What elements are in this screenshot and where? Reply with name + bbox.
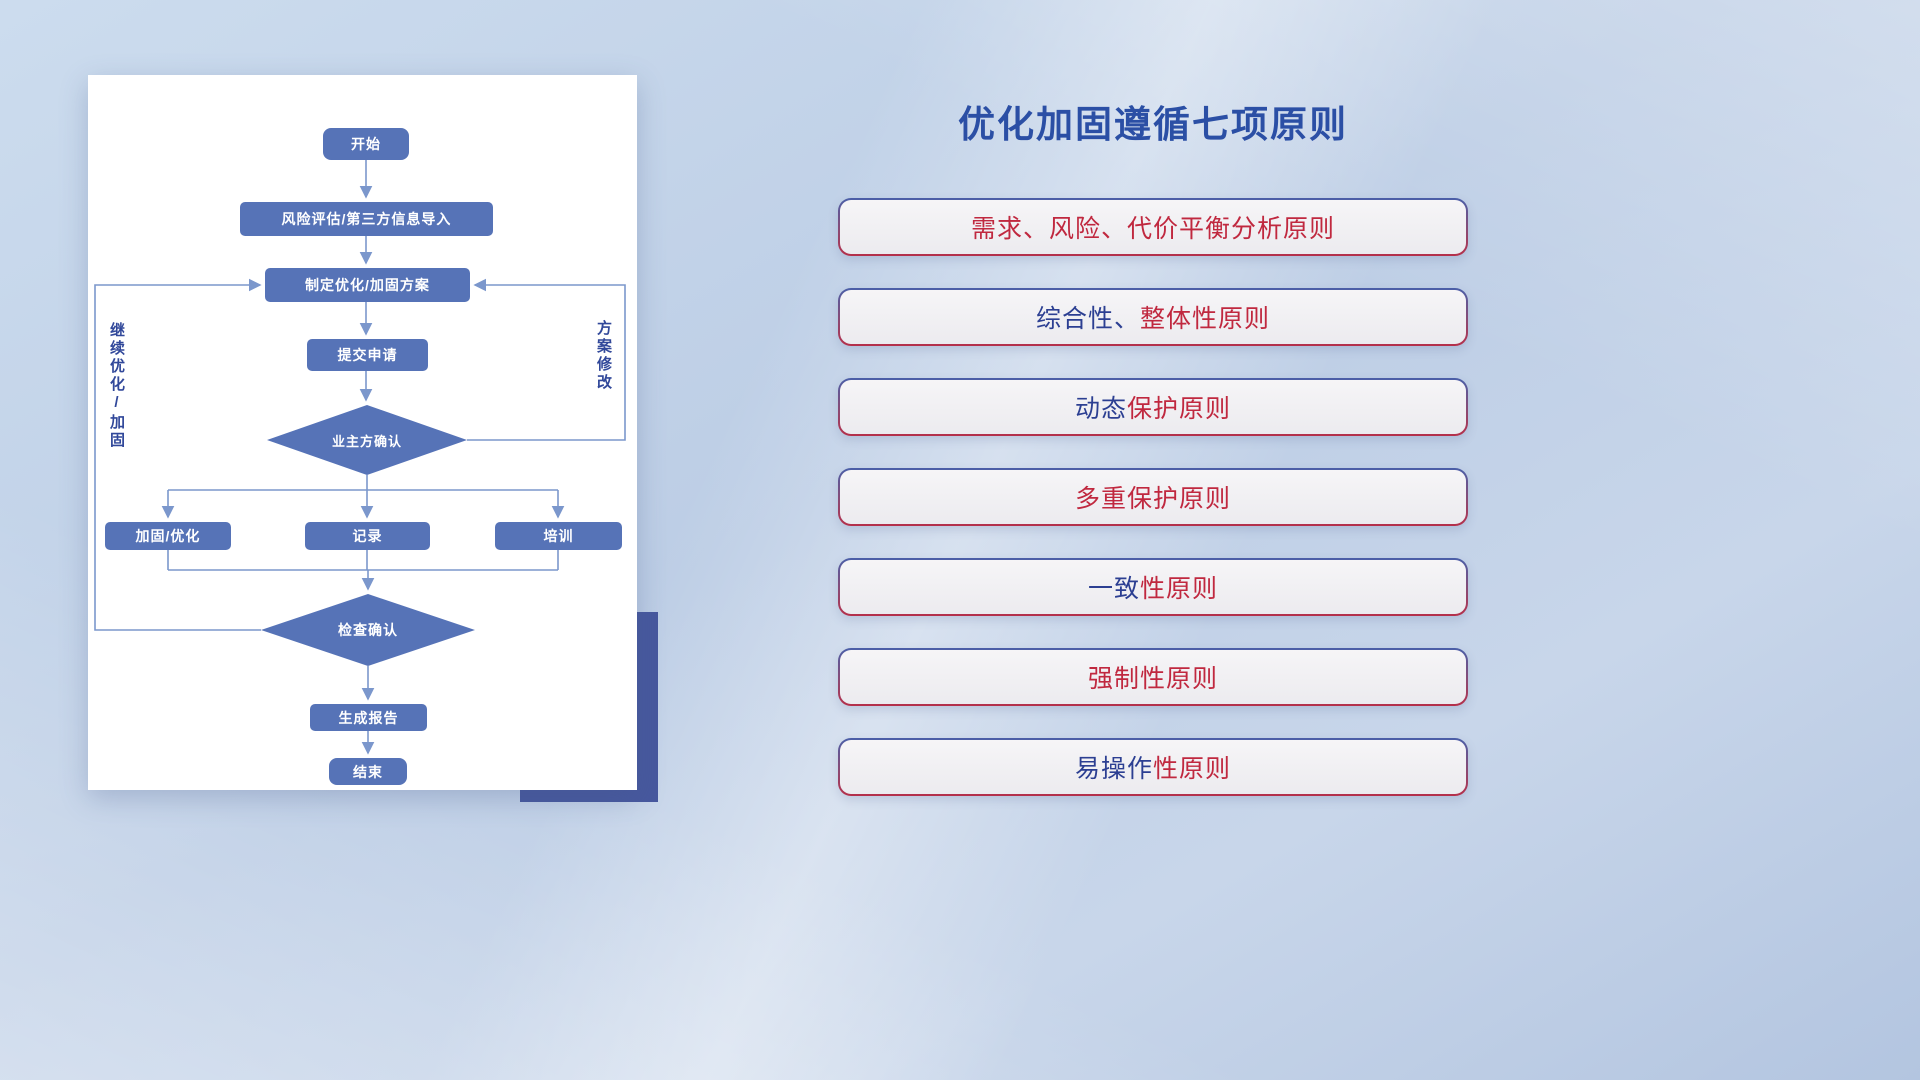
principle-label: 多重保护原则 bbox=[840, 470, 1466, 524]
page-title: 优化加固遵循七项原则 bbox=[958, 104, 1348, 145]
flow-node-training: 培训 bbox=[495, 522, 622, 550]
principle-text-segment: 性原则 bbox=[1140, 575, 1219, 603]
flow-loop-label-continue: 继续优化/加固 bbox=[108, 322, 125, 450]
flow-node-start: 开始 bbox=[323, 128, 409, 160]
principle-text-segment: 保护原则 bbox=[1127, 395, 1232, 423]
principle-text-segment: 多重保护原则 bbox=[1074, 485, 1231, 513]
flow-node-submit: 提交申请 bbox=[307, 339, 428, 371]
principle-item-6: 强制性原则 bbox=[838, 648, 1468, 706]
principle-text-segment: 性原则 bbox=[1153, 755, 1232, 783]
flow-node-record: 记录 bbox=[305, 522, 430, 550]
principle-label: 需求、风险、代价平衡分析原则 bbox=[840, 200, 1466, 254]
principle-item-7: 易操作性原则 bbox=[838, 738, 1468, 796]
principle-item-2: 综合性、整体性原则 bbox=[838, 288, 1468, 346]
principle-item-1: 需求、风险、代价平衡分析原则 bbox=[838, 198, 1468, 256]
principle-text-segment: 易操作 bbox=[1074, 755, 1153, 783]
principle-text-segment: 一致 bbox=[1087, 575, 1140, 603]
principle-text-segment: 动态 bbox=[1074, 395, 1127, 423]
flow-node-risk-import: 风险评估/第三方信息导入 bbox=[240, 202, 493, 236]
flow-node-reinforce: 加固/优化 bbox=[105, 522, 231, 550]
principle-item-4: 多重保护原则 bbox=[838, 468, 1468, 526]
flow-node-make-plan: 制定优化/加固方案 bbox=[265, 268, 470, 302]
principle-label: 易操作性原则 bbox=[840, 740, 1466, 794]
flowchart-connectors bbox=[94, 160, 626, 755]
principle-item-5: 一致性原则 bbox=[838, 558, 1468, 616]
flow-node-end: 结束 bbox=[329, 758, 407, 785]
principle-label: 综合性、整体性原则 bbox=[840, 290, 1466, 344]
principle-label: 动态保护原则 bbox=[840, 380, 1466, 434]
principle-label: 一致性原则 bbox=[840, 560, 1466, 614]
flow-loop-label-revise: 方案修改 bbox=[595, 320, 612, 392]
principle-text-segment: 整体性原则 bbox=[1140, 305, 1271, 333]
principle-text-segment: 综合性、 bbox=[1035, 305, 1140, 333]
principle-text-segment: 需求、风险、代价平衡分析原则 bbox=[970, 215, 1335, 243]
principle-label: 强制性原则 bbox=[840, 650, 1466, 704]
principle-text-segment: 强制性原则 bbox=[1087, 665, 1218, 693]
principle-item-3: 动态保护原则 bbox=[838, 378, 1468, 436]
principles-list: 需求、风险、代价平衡分析原则综合性、整体性原则动态保护原则多重保护原则一致性原则… bbox=[838, 198, 1468, 796]
flowchart-card: 开始 风险评估/第三方信息导入 制定优化/加固方案 提交申请 业主方确认 加固/… bbox=[88, 75, 637, 790]
flow-node-report: 生成报告 bbox=[310, 704, 427, 731]
